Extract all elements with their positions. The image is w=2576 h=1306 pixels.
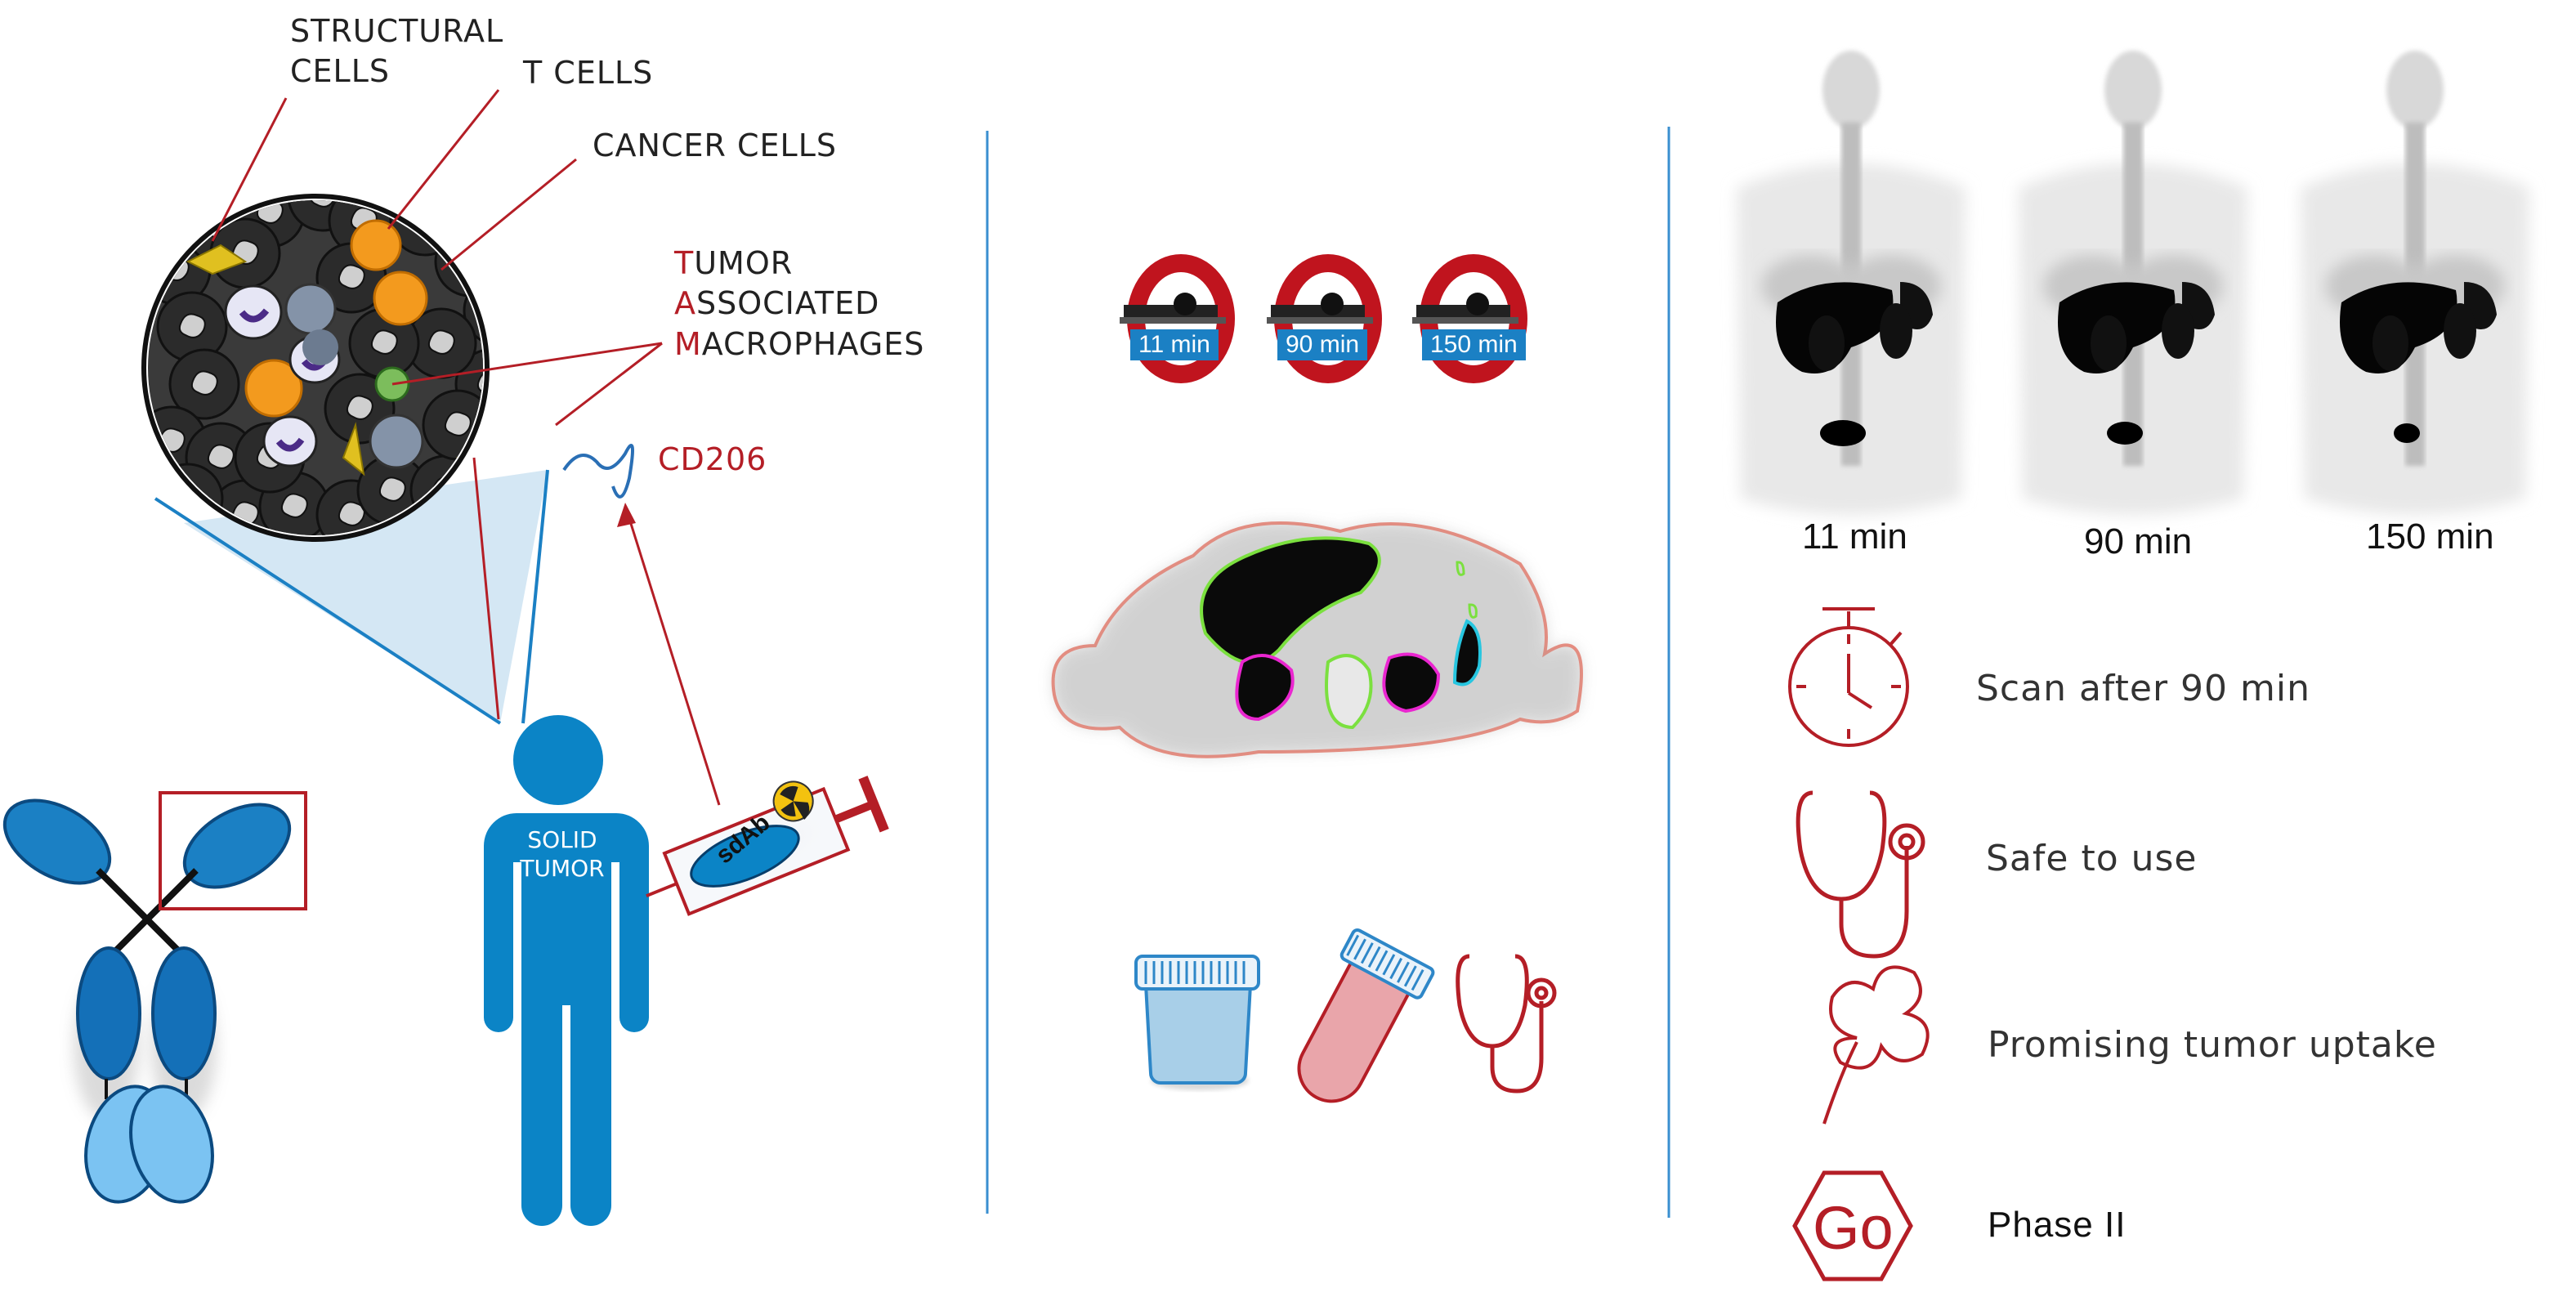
scanner-icon xyxy=(1267,254,1382,383)
immune-cell xyxy=(284,283,424,469)
label-solid-tumor: SOLID TUMOR xyxy=(520,826,605,882)
feature-safety: Safe to use xyxy=(1986,838,2198,879)
label-t-cells: T CELLS xyxy=(523,55,654,91)
go-sign-icon xyxy=(1792,1170,1913,1281)
clover-icon xyxy=(1822,965,1930,1125)
urine-sample-icon xyxy=(1134,955,1260,1090)
structural-pointer xyxy=(211,97,288,242)
sdab-highlight-box xyxy=(159,791,307,910)
scanner-icon xyxy=(1412,254,1527,383)
cd206-receptor xyxy=(562,444,634,499)
feature-tumor-uptake: Promising tumor uptake xyxy=(1988,1024,2437,1066)
tcell-pointer xyxy=(387,89,500,230)
scanner-row xyxy=(1120,254,1527,383)
cancer-cell xyxy=(471,405,483,477)
timepoint-tag-1: 11 min xyxy=(1130,329,1219,360)
t-cell xyxy=(244,219,428,418)
pet-mip-scan xyxy=(2019,51,2247,515)
cancer-cell xyxy=(168,348,240,420)
label-cd206: CD206 xyxy=(658,441,767,477)
timepoint-tag-3: 150 min xyxy=(1422,329,1526,360)
tam-initial-m: M xyxy=(674,325,702,362)
tam-initial-t: T xyxy=(674,245,695,281)
blood-tube-icon xyxy=(1297,928,1435,1103)
scanner-icon xyxy=(1120,254,1235,383)
kidney-left-roi xyxy=(1235,654,1295,722)
tam-rest-3: ACROPHAGES xyxy=(701,325,925,362)
label-cancer-cells: CANCER CELLS xyxy=(593,127,837,163)
label-tam: TUMOR ASSOCIATED MACROPHAGES xyxy=(674,244,924,365)
tam-initial-a: A xyxy=(674,285,696,322)
tam-to-body-line xyxy=(472,457,500,720)
pet-label-1: 11 min xyxy=(1802,517,1907,557)
pet-label-2: 90 min xyxy=(2084,521,2193,561)
stopwatch-icon xyxy=(1788,607,1909,747)
tam-pointer-b xyxy=(555,342,663,427)
go-sign-text: Go xyxy=(1813,1194,1894,1262)
tam-rest-2: SSOCIATED xyxy=(696,285,880,322)
liver-roi xyxy=(1200,536,1381,664)
spleen-roi xyxy=(1452,619,1482,687)
syringe-figure xyxy=(646,776,889,916)
tam-rest-1: UMOR xyxy=(694,245,794,281)
pet-mip-scan xyxy=(1737,51,1966,515)
spine-roi xyxy=(1325,654,1373,730)
stethoscope-icon xyxy=(1796,790,1925,959)
stethoscope-small-icon xyxy=(1456,954,1557,1094)
cancer-pointer xyxy=(441,158,577,271)
zoom-line-left xyxy=(154,497,502,725)
zoom-line-right xyxy=(521,469,549,724)
pet-axial-slice xyxy=(1051,521,1583,758)
pet-mip-scan xyxy=(2301,51,2529,515)
timepoint-tag-2: 90 min xyxy=(1277,329,1368,360)
antibody-figure xyxy=(2,791,307,1204)
kidney-right-roi xyxy=(1382,652,1441,713)
pet-body-scans xyxy=(1737,51,2529,515)
label-structural-cells: STRUCTURAL CELLS xyxy=(290,13,504,90)
pet-label-3: 150 min xyxy=(2366,517,2494,557)
feature-scan-time: Scan after 90 min xyxy=(1976,668,2310,709)
delivery-arrowhead xyxy=(617,503,636,527)
tam-pointer-a xyxy=(391,342,663,386)
feature-phase: Phase II xyxy=(1988,1205,2127,1245)
delivery-arrow xyxy=(626,512,721,806)
patient-figure xyxy=(484,715,649,1226)
